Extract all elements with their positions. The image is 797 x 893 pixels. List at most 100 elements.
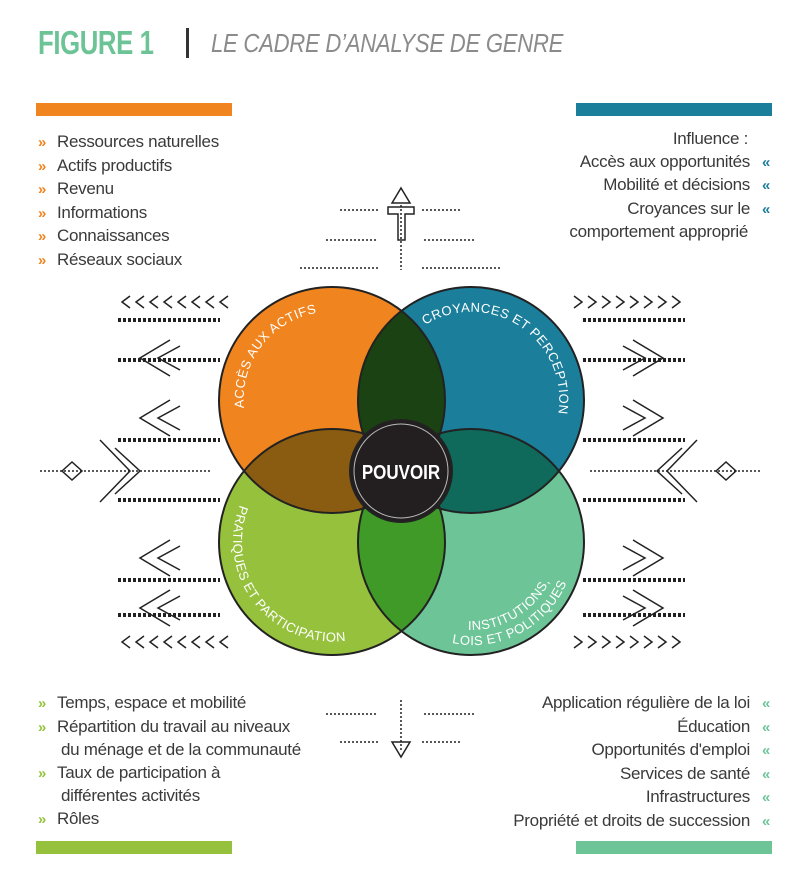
pattern-mark bbox=[657, 295, 668, 309]
list-item-continuation: comportement approprié bbox=[569, 222, 748, 241]
list-item: Application régulière de la loi « bbox=[513, 692, 770, 716]
pattern-mark bbox=[632, 399, 665, 437]
pattern-mark bbox=[622, 405, 647, 431]
pattern-mark bbox=[162, 295, 173, 309]
list-item: Services de santé « bbox=[513, 763, 770, 787]
pattern-mark bbox=[134, 635, 145, 649]
pattern-mark bbox=[60, 460, 84, 482]
pattern-mark bbox=[138, 539, 171, 577]
list-item: » Taux de participation à bbox=[38, 762, 301, 786]
chevron-left-icon: « bbox=[761, 789, 770, 806]
chevron-left-icon: « bbox=[761, 695, 770, 712]
item-text: Services de santé bbox=[619, 763, 750, 783]
figure-subtitle: LE CADRE D’ANALYSE DE GENRE bbox=[211, 27, 564, 58]
pattern-mark bbox=[138, 399, 171, 437]
pattern-mark bbox=[156, 545, 181, 571]
pattern-mark bbox=[148, 295, 159, 309]
item-text: Mobilité et décisions bbox=[603, 175, 750, 194]
chevron-left-icon: « bbox=[761, 200, 770, 218]
chevron-right-icon: » bbox=[38, 204, 47, 222]
pattern-mark bbox=[615, 295, 626, 309]
list-item: Propriété et droits de succession« bbox=[513, 810, 770, 834]
pattern-mark bbox=[671, 295, 682, 309]
figure-title: FIGURE 1 LE CADRE D’ANALYSE DE GENRE bbox=[38, 24, 625, 62]
list-heading: Influence : bbox=[672, 129, 748, 148]
pattern-mark bbox=[120, 295, 131, 309]
pattern-mark bbox=[162, 635, 173, 649]
pattern-mark bbox=[643, 295, 654, 309]
pattern-mark bbox=[120, 635, 131, 649]
list-item: Accès aux opportunités « bbox=[569, 151, 770, 175]
figure-label: FIGURE 1 bbox=[38, 24, 154, 61]
pattern-mark bbox=[632, 589, 665, 627]
item-text: Application régulière de la loi bbox=[541, 693, 750, 712]
assets-list: » Ressources naturelles »Actifs productif… bbox=[38, 131, 219, 272]
tribal-pattern-background bbox=[40, 186, 760, 759]
item-text: Opportunités d'emploi bbox=[591, 740, 750, 759]
chevron-right-icon: » bbox=[38, 181, 47, 198]
item-text: Accès aux opportunités bbox=[579, 151, 750, 171]
chevron-right-icon: » bbox=[38, 157, 47, 175]
pattern-mark bbox=[632, 539, 665, 577]
list-item: » Rôles bbox=[38, 808, 301, 832]
pattern-mark bbox=[573, 635, 584, 649]
power-center: POUVOIR bbox=[349, 419, 453, 523]
pattern-mark bbox=[629, 635, 640, 649]
pattern-mark bbox=[99, 439, 142, 503]
institutions-list: Application régulière de la loi« Éducati… bbox=[513, 692, 770, 833]
item-text: Ressources naturelles bbox=[57, 132, 219, 151]
item-text: Répartition du travail au niveaux bbox=[57, 716, 290, 736]
chevron-right-icon: » bbox=[38, 251, 47, 269]
pattern-mark bbox=[601, 295, 612, 309]
chevron-left-icon: « bbox=[761, 812, 770, 830]
pattern-mark bbox=[643, 635, 654, 649]
list-item: »Connaissances bbox=[38, 225, 219, 249]
title-divider bbox=[186, 28, 189, 58]
pattern-mark bbox=[134, 295, 145, 309]
pattern-mark bbox=[587, 635, 598, 649]
item-text: Infrastructures bbox=[645, 787, 750, 806]
pattern-mark bbox=[204, 635, 215, 649]
chevron-right-icon: » bbox=[38, 764, 47, 782]
chevron-right-icon: » bbox=[38, 695, 47, 712]
pattern-mark bbox=[622, 595, 647, 621]
pattern-mark bbox=[632, 339, 665, 377]
pattern-mark bbox=[176, 295, 187, 309]
chevron-right-icon: » bbox=[38, 810, 47, 828]
item-text: Connaissances bbox=[57, 226, 170, 245]
pattern-mark bbox=[629, 295, 640, 309]
pattern-mark bbox=[138, 589, 171, 627]
item-text: Taux de participation à bbox=[57, 762, 221, 782]
item-text: Croyances sur le bbox=[627, 198, 750, 218]
pattern-mark bbox=[573, 295, 584, 309]
chevron-right-icon: » bbox=[38, 134, 47, 151]
item-text: Réseaux sociaux bbox=[57, 249, 182, 269]
pattern-mark bbox=[204, 295, 215, 309]
blue-bar bbox=[576, 103, 772, 116]
list-item-continuation: du ménage et de la communauté bbox=[61, 740, 301, 759]
pattern-mark bbox=[176, 635, 187, 649]
chevron-left-icon: « bbox=[761, 765, 770, 783]
list-item: »Actifs productifs bbox=[38, 155, 219, 179]
list-item-continuation: différentes activités bbox=[61, 786, 200, 805]
pattern-mark bbox=[138, 339, 171, 377]
pattern-mark bbox=[218, 295, 229, 309]
pattern-mark bbox=[657, 635, 668, 649]
beliefs-list: Influence : Accès aux opportunités « Mobi… bbox=[569, 128, 770, 244]
list-item: Infrastructures « bbox=[513, 786, 770, 810]
chevron-left-icon: « bbox=[761, 153, 770, 171]
item-text: Rôles bbox=[57, 808, 99, 828]
orange-bar bbox=[36, 103, 232, 116]
list-item: Croyances sur le « bbox=[569, 198, 770, 222]
list-item: »Temps, espace et mobilité bbox=[38, 692, 301, 716]
chevron-right-icon: » bbox=[38, 718, 47, 736]
chevron-left-icon: « bbox=[761, 177, 770, 194]
pattern-mark bbox=[390, 741, 412, 759]
pattern-mark bbox=[622, 345, 647, 371]
list-item: Mobilité et décisions « bbox=[569, 174, 770, 198]
pattern-mark bbox=[390, 186, 412, 204]
pattern-mark bbox=[601, 635, 612, 649]
pattern-mark bbox=[714, 460, 738, 482]
pattern-mark bbox=[190, 295, 201, 309]
pattern-mark bbox=[218, 635, 229, 649]
